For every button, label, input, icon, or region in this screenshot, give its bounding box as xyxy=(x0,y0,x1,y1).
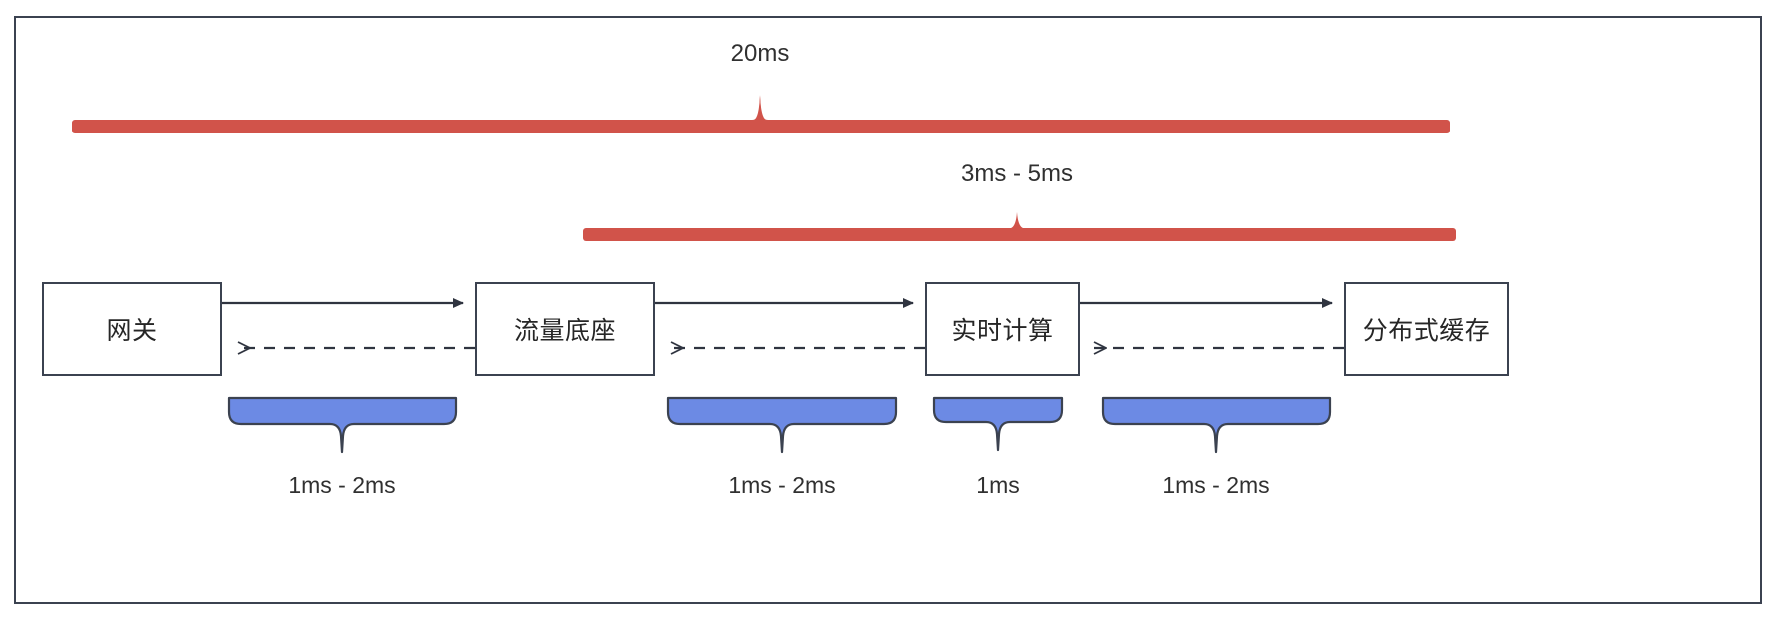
red-brace-label-total: 20ms xyxy=(730,40,790,67)
diagram-frame xyxy=(14,16,1762,604)
blue-brace-traffic-realtime xyxy=(666,396,898,454)
node-realtime-compute-label: 实时计算 xyxy=(951,317,1054,345)
blue-brace-realtime-cache xyxy=(1101,396,1332,454)
blue-brace-realtime-internal xyxy=(932,396,1064,452)
red-brace-label-partial: 3ms - 5ms xyxy=(960,160,1074,187)
blue-brace-gateway-traffic xyxy=(227,396,458,454)
node-realtime-compute[interactable]: 实时计算 xyxy=(925,282,1080,376)
node-traffic-base[interactable]: 流量底座 xyxy=(475,282,655,376)
blue-brace-label-gateway-traffic: 1ms - 2ms xyxy=(288,472,396,498)
blue-brace-label-traffic-realtime: 1ms - 2ms xyxy=(728,472,836,498)
node-traffic-base-label: 流量底座 xyxy=(513,317,616,345)
red-brace-20ms xyxy=(72,95,1450,133)
red-brace-3ms-5ms xyxy=(583,212,1456,241)
node-gateway[interactable]: 网关 xyxy=(42,282,222,376)
node-distributed-cache[interactable]: 分布式缓存 xyxy=(1344,282,1509,376)
node-gateway-label: 网关 xyxy=(106,317,158,345)
node-distributed-cache-label: 分布式缓存 xyxy=(1362,317,1491,345)
blue-brace-label-realtime-internal: 1ms xyxy=(976,472,1020,498)
blue-brace-label-realtime-cache: 1ms - 2ms xyxy=(1162,472,1270,498)
